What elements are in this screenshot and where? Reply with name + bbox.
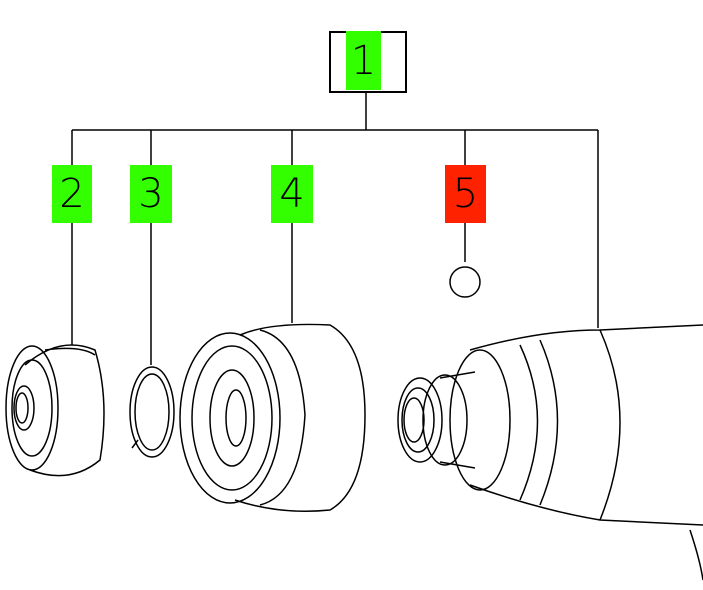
callout-4[interactable]: 4	[271, 165, 313, 223]
leader-lines	[71, 91, 599, 365]
part-1-tool-body	[397, 324, 703, 581]
callout-2[interactable]: 2	[52, 165, 92, 223]
callout-5[interactable]: 5	[445, 165, 486, 223]
part-4-sleeve	[179, 323, 366, 512]
callout-3[interactable]: 3	[130, 165, 172, 223]
part-5-ball	[449, 266, 481, 298]
part-3-retaining-ring	[129, 366, 175, 458]
callout-1[interactable]: 1	[346, 31, 381, 90]
part-2-nozzle-cap	[5, 344, 105, 477]
